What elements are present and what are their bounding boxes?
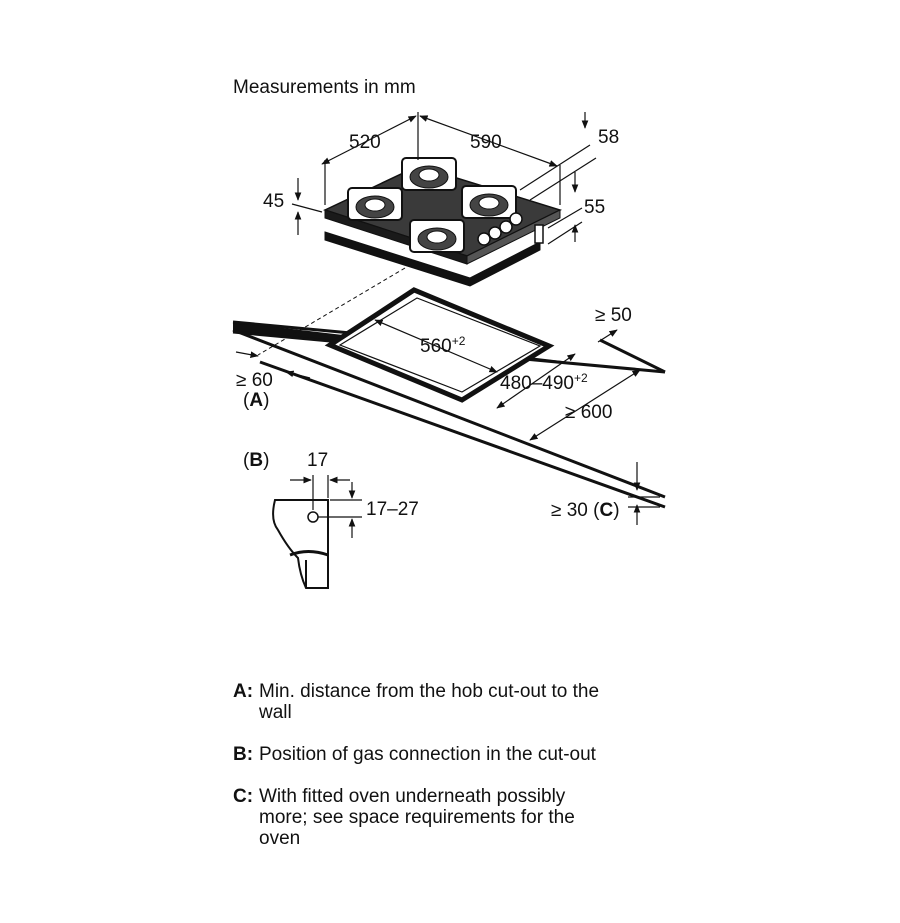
legend-text: Position of gas connection in the cut-ou…	[259, 744, 596, 765]
legend-text: oven	[259, 828, 301, 849]
legend-key: C:	[233, 786, 254, 807]
control-knobs	[477, 212, 523, 246]
dim-worktop-thickness: ≥ 30 (C)	[551, 500, 620, 521]
burner-left	[347, 187, 403, 221]
dim-hob-total-height: 55	[584, 197, 605, 218]
cutout-dimension-lines	[235, 319, 660, 525]
burner-rear	[401, 157, 457, 191]
gas-detail-drawing	[272, 499, 329, 589]
legend-item-b: B: Position of gas connection in the cut…	[233, 744, 713, 765]
worktop	[232, 320, 666, 509]
dim-hob-top-offset: 58	[598, 127, 619, 148]
dim-hob-height: 45	[263, 191, 284, 212]
dim-gas-horizontal: 17	[307, 450, 328, 471]
legend-text: more; see space requirements for the	[259, 807, 575, 828]
dim-cutout-depth: 480–490+2	[500, 371, 588, 394]
dim-gas-vertical: 17–27	[366, 499, 419, 520]
dim-hob-width: 590	[470, 132, 502, 153]
burner-front	[409, 219, 465, 253]
dim-hob-depth: 520	[349, 132, 381, 153]
hob-dimension-lines	[291, 112, 597, 245]
projection-lines	[257, 267, 406, 356]
hob-side-edge	[466, 209, 561, 265]
burner-right	[461, 185, 517, 219]
legend-text: Min. distance from the hob cut-out to th…	[259, 681, 600, 702]
hob-body	[324, 231, 541, 287]
gas-connection-point	[307, 511, 319, 523]
legend-item-c: C: With fitted oven underneath possibly …	[233, 786, 713, 849]
legend-key: A:	[233, 681, 254, 702]
gas-detail-dimension-lines	[290, 475, 362, 538]
diagram-title: Measurements in mm	[233, 77, 416, 98]
dim-cutout-width: 560+2	[420, 334, 466, 357]
dim-worktop-depth: ≥ 600	[565, 402, 612, 423]
marker-a: (A)	[243, 390, 269, 411]
legend-text: With fitted oven underneath possibly	[259, 786, 566, 807]
legend-text: wall	[259, 702, 292, 723]
gas-connector	[534, 224, 544, 244]
legend-key: B:	[233, 744, 254, 765]
marker-b: (B)	[243, 450, 269, 471]
legend-item-a: A: Min. distance from the hob cut-out to…	[233, 681, 713, 723]
dim-back-clearance: ≥ 50	[595, 305, 632, 326]
dim-wall-distance: ≥ 60	[236, 370, 273, 391]
